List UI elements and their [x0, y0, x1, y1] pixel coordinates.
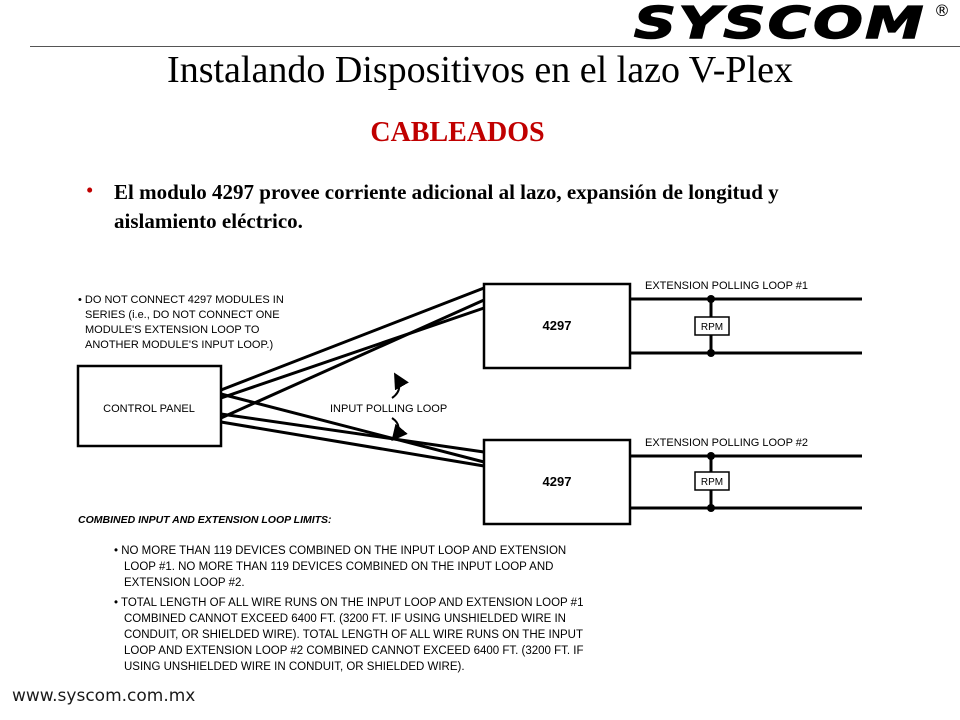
limits-line-3: EXTENSION LOOP #2. — [124, 577, 245, 589]
limits-heading: COMBINED INPUT AND EXTENSION LOOP LIMITS… — [78, 514, 332, 526]
rpm-box-2 — [694, 471, 730, 491]
input-wire-top-a — [220, 286, 485, 392]
ext-loop-2-node-top — [707, 452, 715, 460]
slide-subtitle: CABLEADOS — [370, 117, 545, 148]
input-wire-cross-a — [220, 392, 485, 464]
limits-line-2: LOOP #1. NO MORE THAN 119 DEVICES COMBIN… — [124, 561, 553, 573]
input-wire-bottom-a — [220, 412, 485, 454]
input-wire-cross-b — [220, 298, 485, 420]
registered-mark: ® — [934, 1, 950, 20]
warning-line-1: • DO NOT CONNECT 4297 MODULES IN — [78, 294, 284, 306]
limits-line-8: USING UNSHIELDED WIRE IN CONDUIT, OR SHI… — [124, 661, 465, 673]
syscom-logo-wordmark: SYSCOM — [634, 0, 926, 44]
module-4297-bottom — [482, 438, 632, 526]
input-wire-top-b — [220, 306, 485, 400]
module-4297-top-label: 4297 — [543, 318, 572, 333]
input-loop-arrow-down — [391, 417, 408, 442]
syscom-logo: SYSCOM ® — [633, 0, 950, 44]
ext-loop-1-node-bottom — [707, 349, 715, 357]
rpm-box-1 — [694, 316, 730, 336]
ext-loop-1-node-top — [707, 295, 715, 303]
input-loop-wires — [220, 286, 485, 468]
module-4297-top — [482, 282, 632, 370]
module-4297-bottom-label: 4297 — [543, 474, 572, 489]
rpm-box-2-label: RPM — [701, 477, 723, 488]
control-panel-label: CONTROL PANEL — [103, 403, 195, 415]
limits-line-1: • NO MORE THAN 119 DEVICES COMBINED ON T… — [114, 545, 566, 557]
wiring-diagram: • DO NOT CONNECT 4297 MODULES IN SERIES … — [76, 280, 862, 673]
limits-line-7: LOOP AND EXTENSION LOOP #2 COMBINED CANN… — [124, 645, 584, 657]
ext-loop-2-label: EXTENSION POLLING LOOP #2 — [645, 437, 808, 449]
ext-loop-2-wires — [630, 454, 862, 510]
ext-loop-1-wires — [630, 297, 862, 355]
limits-line-4: • TOTAL LENGTH OF ALL WIRE RUNS ON THE I… — [114, 597, 583, 609]
control-panel-box — [76, 364, 223, 448]
input-loop-label: INPUT POLLING LOOP — [330, 403, 447, 415]
limits-line-5: COMBINED CANNOT EXCEED 6400 FT. (3200 FT… — [124, 613, 566, 625]
bullet-text: El modulo 4297 provee corriente adiciona… — [114, 180, 779, 233]
rpm-box-1-label: RPM — [701, 322, 723, 333]
bullet-marker: • — [86, 178, 94, 202]
ext-loop-2-node-bottom — [707, 504, 715, 512]
limits-notes: • NO MORE THAN 119 DEVICES COMBINED ON T… — [114, 545, 584, 673]
warning-note: • DO NOT CONNECT 4297 MODULES IN SERIES … — [78, 294, 284, 351]
limits-line-6: CONDUIT, OR SHIELDED WIRE). TOTAL LENGTH… — [124, 629, 583, 641]
input-loop-arrow-up — [391, 372, 409, 399]
header-divider — [30, 46, 960, 47]
slide-title: Instalando Dispositivos en el lazo V-Ple… — [167, 49, 793, 91]
input-wire-bottom-b — [220, 420, 485, 468]
ext-loop-1-label: EXTENSION POLLING LOOP #1 — [645, 280, 808, 292]
footer-url: www.syscom.com.mx — [12, 686, 196, 706]
warning-line-4: ANOTHER MODULE'S INPUT LOOP.) — [85, 339, 273, 351]
warning-line-3: MODULE'S EXTENSION LOOP TO — [85, 324, 260, 336]
warning-line-2: SERIES (i.e., DO NOT CONNECT ONE — [85, 309, 280, 321]
